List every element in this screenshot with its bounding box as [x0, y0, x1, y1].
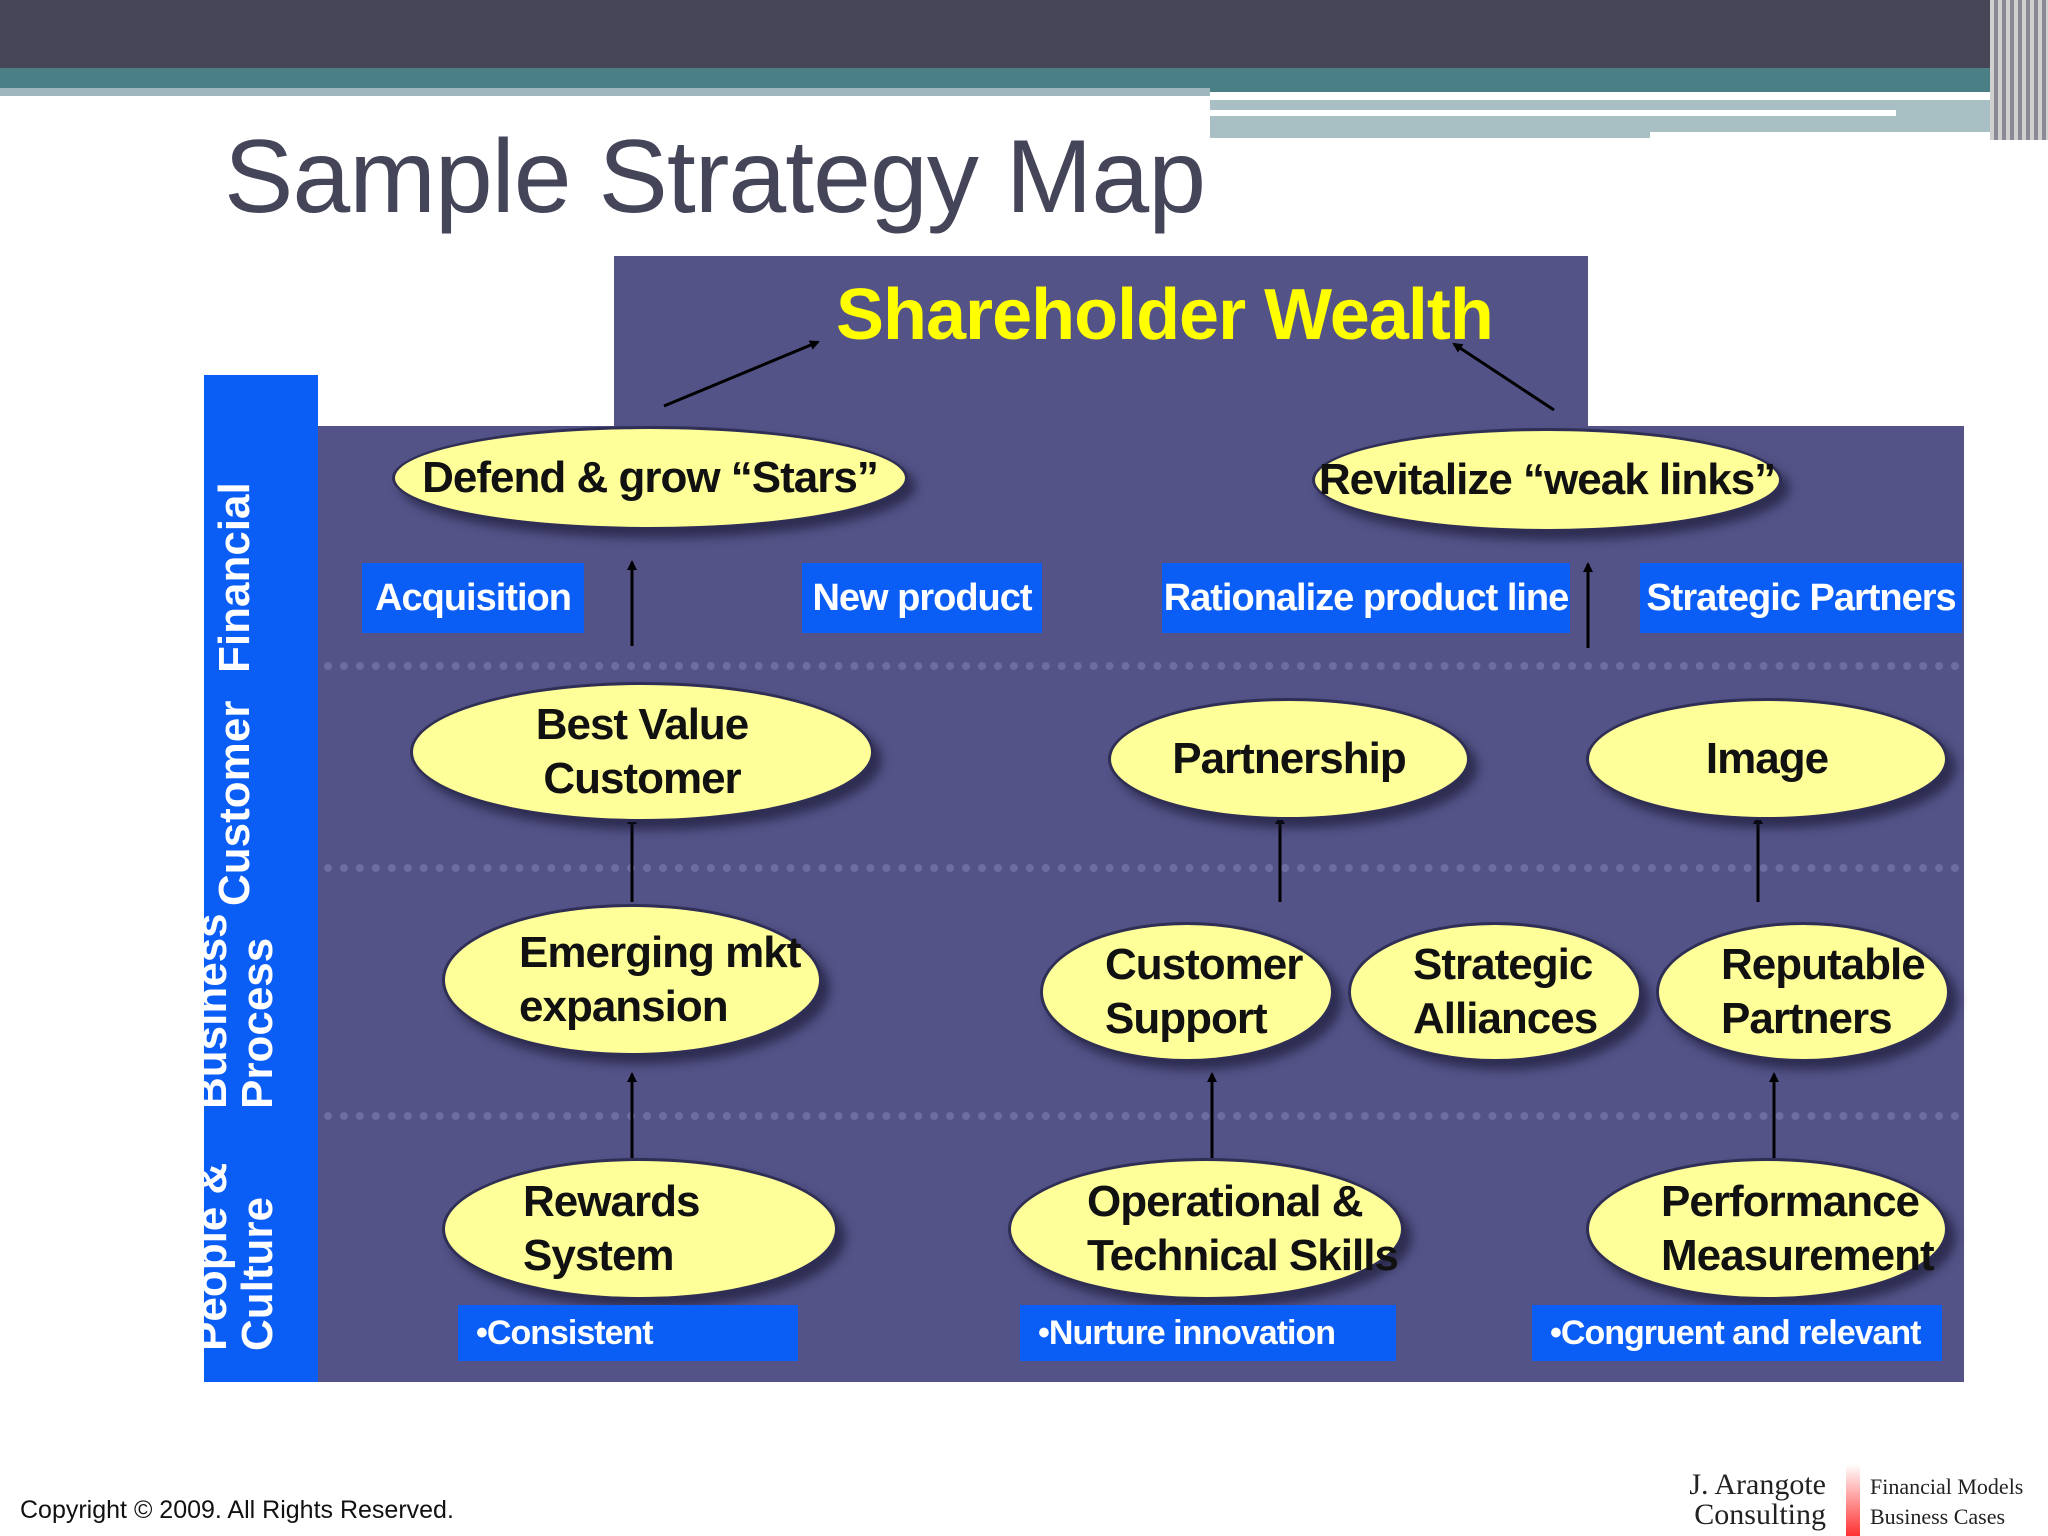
perspective-business-process-label: Business Process	[187, 913, 282, 1109]
separator-process-people	[324, 1112, 1960, 1120]
objective-label: Operational & Technical Skills	[1087, 1177, 1399, 1280]
logo-tagline: Financial Models Business Cases	[1870, 1472, 2023, 1532]
header-stripe	[1210, 110, 1896, 116]
perspective-band	[204, 375, 318, 1382]
perspective-customer: Customer	[210, 700, 259, 906]
objective-label: Performance Measurement	[1661, 1177, 1935, 1280]
objective-label: Best Value Customer	[535, 700, 750, 803]
objective-image: Image	[1586, 698, 1948, 820]
objective-label: Image	[1705, 734, 1829, 783]
objective-strategic-alliances: Strategic Alliances	[1348, 922, 1642, 1062]
shareholder-wealth-heading: Shareholder Wealth	[836, 275, 1494, 355]
perspective-people-culture-label: People & Culture	[187, 1162, 282, 1351]
copyright-notice: Copyright © 2009. All Rights Reserved.	[20, 1496, 454, 1524]
logo-name-line2: Consulting	[1694, 1498, 1826, 1531]
slide-title: Sample Strategy Map	[224, 119, 1206, 235]
header-stripe	[1650, 132, 2048, 138]
objective-label: Revitalize “weak links”	[1318, 455, 1776, 504]
initiative-strategic-partners: Strategic Partners	[1640, 563, 1962, 633]
initiative-acquisition: Acquisition	[362, 563, 584, 633]
objective-label: Emerging mkt expansion	[519, 928, 801, 1031]
header-bar-light-right	[1210, 100, 2048, 138]
logo-name: J. Arangote Consulting	[1689, 1470, 1826, 1530]
objective-reputable-partners: Reputable Partners	[1656, 922, 1950, 1062]
header-bar-light	[0, 88, 1210, 96]
objective-label: Strategic Alliances	[1413, 940, 1598, 1043]
objective-rewards-system: Rewards System	[442, 1158, 838, 1300]
objective-revitalize-weak-links: Revitalize “weak links”	[1312, 428, 1782, 532]
note-consistent: •Consistent	[458, 1305, 798, 1361]
objective-best-value-customer: Best Value Customer	[410, 682, 874, 822]
note-congruent-relevant: •Congruent and relevant	[1532, 1305, 1942, 1361]
objective-performance-measurement: Performance Measurement	[1586, 1158, 1948, 1300]
header-edge-lines	[1990, 0, 2048, 140]
initiative-rationalize-product-line: Rationalize product line	[1162, 563, 1570, 633]
note-nurture-innovation: •Nurture innovation	[1020, 1305, 1396, 1361]
logo-name-line1: J. Arangote	[1689, 1468, 1826, 1501]
logo-tagline-line2: Business Cases	[1870, 1504, 2006, 1529]
separator-financial-customer	[324, 662, 1960, 670]
logo-tagline-line1: Financial Models	[1870, 1474, 2024, 1499]
objective-customer-support: Customer Support	[1040, 922, 1334, 1062]
objective-label: Reputable Partners	[1721, 940, 1926, 1043]
objective-label: Defend & grow “Stars”	[422, 453, 879, 502]
objective-defend-grow-stars: Defend & grow “Stars”	[392, 426, 908, 530]
objective-operational-technical-skills: Operational & Technical Skills	[1008, 1158, 1404, 1300]
objective-label: Partnership	[1172, 734, 1407, 783]
perspective-people-culture: People & Culture	[187, 1141, 282, 1351]
objective-label: Rewards System	[523, 1177, 700, 1280]
objective-emerging-mkt-expansion: Emerging mkt expansion	[442, 904, 822, 1056]
header-bar-dark	[0, 0, 2048, 68]
separator-customer-process	[324, 864, 1960, 872]
initiative-new-product: New product	[802, 563, 1042, 633]
objective-partnership: Partnership	[1108, 698, 1470, 820]
objective-label: Customer Support	[1105, 940, 1303, 1043]
logo-bar	[1846, 1464, 1860, 1536]
perspective-business-process: Business Process	[187, 887, 282, 1109]
company-logo: J. Arangote Consulting Financial Models …	[1670, 1460, 2048, 1536]
